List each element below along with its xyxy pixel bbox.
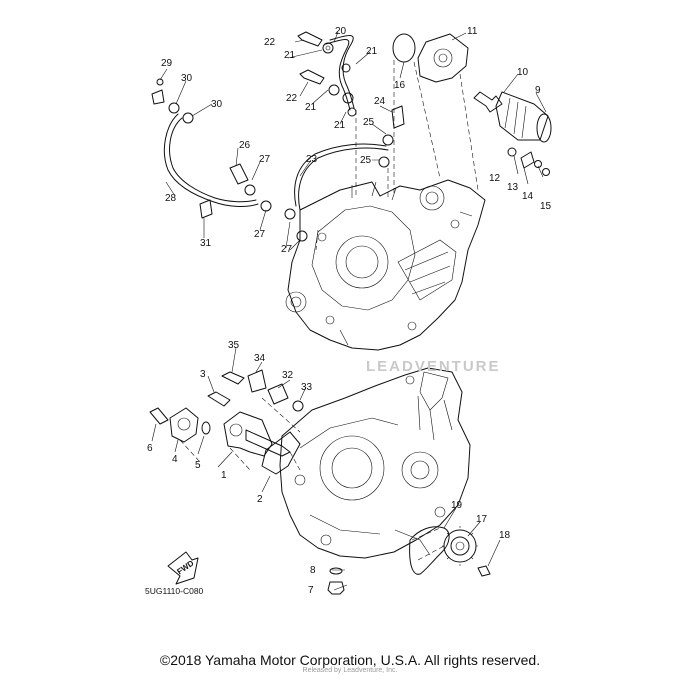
watermark: LEADVENTURE <box>366 358 501 375</box>
callout-22-a: 22 <box>264 37 276 48</box>
cam-chain-sprocket <box>327 526 491 595</box>
callout-26: 26 <box>239 140 251 151</box>
callout-32: 32 <box>282 370 294 381</box>
callout-4: 4 <box>172 454 178 465</box>
callout-11: 11 <box>467 26 478 37</box>
callout-30-b: 30 <box>211 99 223 110</box>
callout-1: 1 <box>221 470 227 481</box>
released-by-note: Released by Leadventure, Inc. <box>302 667 398 674</box>
callout-18: 18 <box>499 530 511 541</box>
callout-17: 17 <box>476 514 488 525</box>
callout-33: 33 <box>301 382 313 393</box>
callout-8: 8 <box>310 565 316 576</box>
callout-14: 14 <box>522 191 534 202</box>
callout-21-a: 21 <box>284 50 296 61</box>
crankcase-right-upper <box>285 179 486 351</box>
callout-3: 3 <box>200 369 206 380</box>
callout-31: 31 <box>200 238 212 249</box>
callout-28: 28 <box>165 193 177 204</box>
fwd-label: FWD <box>175 558 195 576</box>
oil-filter-assembly <box>392 33 552 176</box>
callout-25-a: 25 <box>363 117 375 128</box>
callout-20: 20 <box>335 26 347 37</box>
callout-22-b: 22 <box>286 93 298 104</box>
callout-9: 9 <box>535 85 541 96</box>
callout-27-b: 27 <box>254 229 266 240</box>
callout-27-a: 27 <box>259 154 271 165</box>
callout-29: 29 <box>161 58 173 69</box>
fasteners-top <box>151 31 405 242</box>
oil-pump-assembly <box>149 369 304 475</box>
oil-pipes <box>163 35 389 211</box>
callout-35: 35 <box>228 340 240 351</box>
callout-25-b: 25 <box>360 155 372 166</box>
callout-6: 6 <box>147 443 153 454</box>
callout-27-c: 27 <box>281 244 293 255</box>
callout-34: 34 <box>254 353 266 364</box>
callout-12: 12 <box>489 173 501 184</box>
callout-21-d: 21 <box>334 120 346 131</box>
callout-24: 24 <box>374 96 386 107</box>
callout-15: 15 <box>540 201 552 212</box>
callout-5: 5 <box>195 460 201 471</box>
callout-2: 2 <box>257 494 263 505</box>
callout-21-c: 21 <box>305 102 317 113</box>
diagram-code: 5UG1110-C080 <box>145 586 204 596</box>
callout-7: 7 <box>308 585 314 596</box>
callout-10: 10 <box>517 67 529 78</box>
crankcase-left-lower <box>279 367 471 559</box>
callout-30-a: 30 <box>181 73 193 84</box>
copyright-notice: ©2018 Yamaha Motor Corporation, U.S.A. A… <box>159 652 541 668</box>
callout-13: 13 <box>507 182 519 193</box>
callout-23: 23 <box>306 154 318 165</box>
leader-lines <box>151 31 547 591</box>
callout-16: 16 <box>394 80 406 91</box>
reference-lines <box>179 60 479 471</box>
callout-19: 19 <box>451 500 463 511</box>
callout-labels: 1 2 3 4 5 6 7 8 9 10 11 12 13 14 15 16 1… <box>147 26 552 596</box>
fwd-arrow: FWD <box>167 551 199 585</box>
callout-21-b: 21 <box>366 46 378 57</box>
